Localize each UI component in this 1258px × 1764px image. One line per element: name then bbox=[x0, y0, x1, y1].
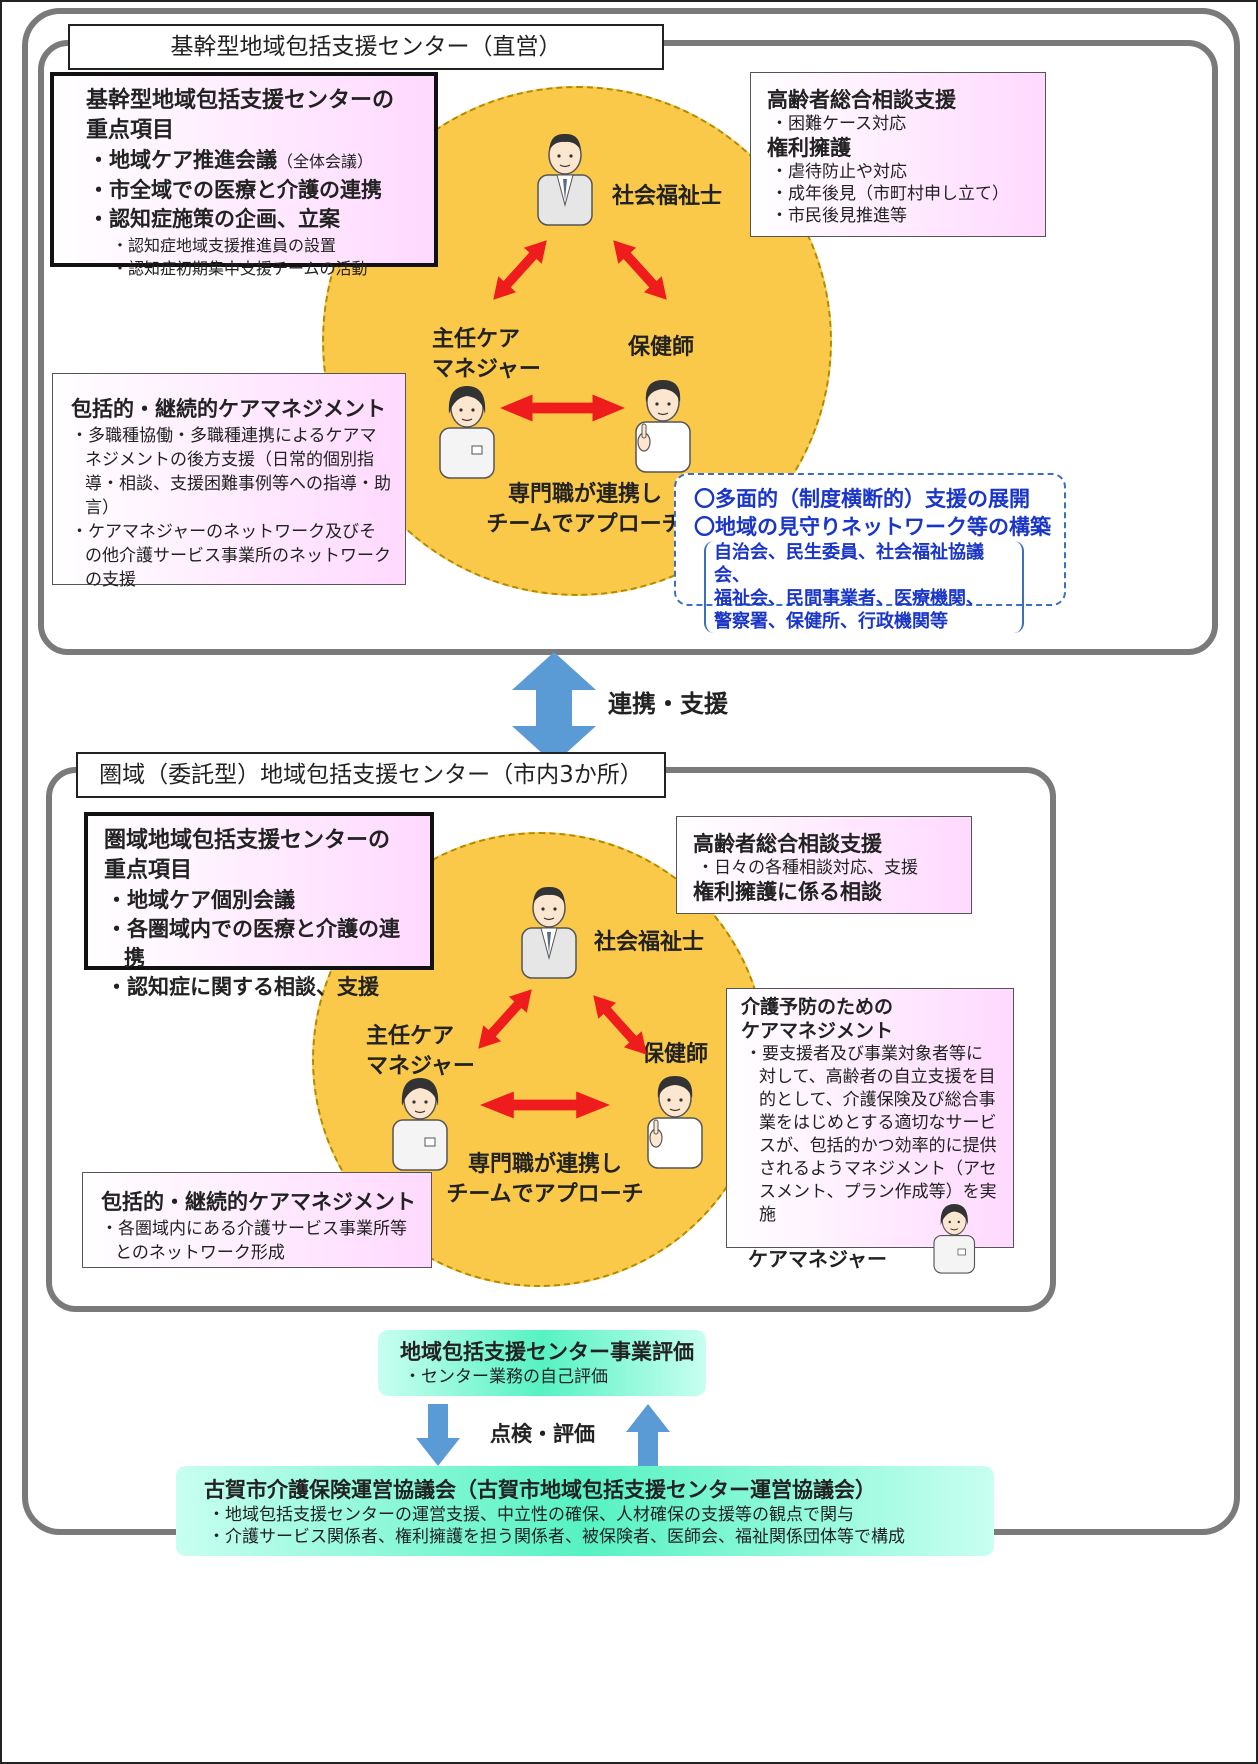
red-arrow-horizontal bbox=[500, 394, 625, 422]
bottom-priority-item: ・各圏域内での医療と介護の連携 bbox=[106, 917, 400, 970]
prevention-box: 介護予防のための ケアマネジメント ・要支援者及び事業対象者等に対して、高齢者の… bbox=[726, 988, 1014, 1248]
bottom-care-manager-label: 主任ケア マネジャー bbox=[366, 1024, 475, 1079]
top-care-mgmt-item: ・多職種協働・多職種連携によるケアマネジメントの後方支援（日常的個別指導・相談、… bbox=[71, 426, 391, 518]
care-manager-icon bbox=[439, 385, 495, 479]
social-worker-icon bbox=[521, 886, 577, 979]
bottom-nurse-label: 保健師 bbox=[642, 1042, 709, 1067]
top-consult-item: ・困難ケース対応 bbox=[771, 114, 907, 134]
caremanager-icon bbox=[933, 1203, 976, 1274]
bottom-priority-item: ・認知症に関する相談、支援 bbox=[106, 975, 379, 999]
network-member-line: 警察署、保健所、行政機関等 bbox=[714, 611, 948, 632]
bottom-priority-box: 圏域地域包括支援センターの 重点項目 ・地域ケア個別会議 ・各圏域内での医療と介… bbox=[84, 812, 434, 999]
council-item: ・地域包括支援センターの運営支援、中立性の確保、人材確保の支援等の観点で関与 bbox=[208, 1505, 854, 1525]
top-team-approach-text: 専門職が連携し チームでアプローチ bbox=[486, 482, 684, 537]
prevention-heading: 介護予防のための ケアマネジメント bbox=[741, 996, 894, 1042]
cooperation-support-label: 連携・支援 bbox=[608, 690, 728, 718]
top-rights-item: ・成年後見（市町村申し立て） bbox=[771, 184, 1009, 204]
top-priority-subitem: ・認知症初期集中支援チームの活動 bbox=[112, 259, 368, 278]
red-arrow-left-diagonal bbox=[469, 981, 541, 1057]
bottom-team-approach-text: 専門職が連携し チームでアプローチ bbox=[446, 1152, 644, 1207]
red-arrow-horizontal bbox=[480, 1091, 610, 1119]
top-priority-heading: 基幹型地域包括支援センターの 重点項目 bbox=[86, 88, 395, 143]
network-member-line: 自治会、民生委員、社会福祉協議会、 bbox=[714, 542, 984, 586]
caremanager-label: ケアマネジャー bbox=[748, 1247, 887, 1271]
top-rights-item: ・虐待防止や対応 bbox=[771, 162, 907, 182]
top-consult-heading: 高齢者総合相談支援 bbox=[767, 88, 956, 112]
network-box: 〇多面的（制度横断的）支援の展開 〇地域の見守りネットワーク等の構築 自治会、民… bbox=[674, 473, 1066, 633]
top-priority-item: ・地域ケア推進会議（全体会議） bbox=[88, 148, 374, 172]
network-line-1: 〇多面的（制度横断的）支援の展開 bbox=[694, 487, 1030, 511]
top-priority-item: ・市全域での医療と介護の連携 bbox=[88, 178, 382, 202]
bottom-consult-box: 高齢者総合相談支援 ・日々の各種相談対応、支援 権利擁護に係る相談 bbox=[676, 816, 972, 914]
nurse-icon bbox=[635, 379, 691, 473]
council-item: ・介護サービス関係者、権利擁護を担う関係者、被保険者、医師会、福祉関係団体等で構… bbox=[208, 1527, 905, 1547]
check-evaluation-label: 点検・評価 bbox=[490, 1422, 595, 1446]
red-arrow-right-diagonal bbox=[604, 232, 676, 308]
top-care-manager-label: 主任ケア マネジャー bbox=[432, 327, 541, 382]
top-rights-heading: 権利擁護 bbox=[767, 136, 851, 160]
blue-down-arrow bbox=[416, 1404, 460, 1466]
council-box: 古賀市介護保険運営協議会（古賀市地域包括支援センター運営協議会） ・地域包括支援… bbox=[176, 1466, 994, 1556]
top-consult-box: 高齢者総合相談支援 ・困難ケース対応 権利擁護 ・虐待防止や対応 ・成年後見（市… bbox=[750, 72, 1046, 237]
evaluation-box: 地域包括支援センター事業評価 ・センター業務の自己評価 bbox=[378, 1330, 706, 1396]
bottom-care-mgmt-heading: 包括的・継続的ケアマネジメント bbox=[101, 1190, 416, 1214]
blue-double-arrow bbox=[512, 652, 596, 764]
red-arrow-left-diagonal bbox=[484, 232, 556, 308]
top-care-mgmt-heading: 包括的・継続的ケアマネジメント bbox=[71, 397, 386, 421]
top-nurse-label: 保健師 bbox=[628, 335, 695, 360]
network-member-line: 福祉会、民間事業者、医療機関、 bbox=[714, 588, 984, 609]
top-priority-box: 基幹型地域包括支援センターの 重点項目 ・地域ケア推進会議（全体会議） ・市全域… bbox=[50, 72, 438, 278]
bottom-care-mgmt-item: ・各圏域内にある介護サービス事業所等とのネットワーク形成 bbox=[101, 1219, 407, 1263]
bottom-priority-heading: 圏域地域包括支援センターの 重点項目 bbox=[104, 828, 391, 883]
bottom-care-mgmt-box: 包括的・継続的ケアマネジメント ・各圏域内にある介護サービス事業所等とのネットワ… bbox=[82, 1172, 432, 1268]
bottom-priority-item: ・地域ケア個別会議 bbox=[106, 888, 295, 912]
top-priority-item: ・認知症施策の企画、立案 bbox=[88, 207, 340, 231]
bottom-consult-item: ・日々の各種相談対応、支援 bbox=[697, 858, 918, 878]
network-line-2: 〇地域の見守りネットワーク等の構築 bbox=[694, 515, 1051, 539]
council-heading: 古賀市介護保険運営協議会（古賀市地域包括支援センター運営協議会） bbox=[204, 1478, 876, 1502]
top-rights-item: ・市民後見推進等 bbox=[771, 206, 907, 226]
evaluation-heading: 地域包括支援センター事業評価 bbox=[400, 1340, 694, 1364]
top-priority-subitem: ・認知症地域支援推進員の設置 bbox=[112, 236, 337, 255]
top-care-mgmt-box: 包括的・継続的ケアマネジメント ・多職種協働・多職種連携によるケアマネジメントの… bbox=[52, 373, 406, 590]
top-social-worker-label: 社会福祉士 bbox=[612, 184, 723, 209]
bottom-section-title: 圏域（委託型）地域包括支援センター（市内3か所） bbox=[76, 752, 666, 798]
bottom-social-worker-label: 社会福祉士 bbox=[594, 930, 705, 955]
network-members: 自治会、民生委員、社会福祉協議会、 福祉会、民間事業者、医療機関、 警察署、保健… bbox=[704, 541, 1024, 633]
social-worker-icon bbox=[537, 133, 593, 226]
blue-up-arrow bbox=[626, 1404, 670, 1466]
evaluation-item: ・センター業務の自己評価 bbox=[404, 1367, 608, 1387]
top-section-title: 基幹型地域包括支援センター（直営） bbox=[68, 24, 664, 70]
prevention-item: ・要支援者及び事業対象者等に対して、高齢者の自立支援を目的として、介護保険及び総… bbox=[745, 1044, 997, 1225]
bottom-rights-heading: 権利擁護に係る相談 bbox=[693, 880, 882, 904]
red-arrow-right-diagonal bbox=[584, 987, 656, 1063]
top-care-mgmt-item: ・ケアマネジャーのネットワーク及びその他介護サービス事業所のネットワークの支援 bbox=[71, 522, 391, 590]
bottom-consult-heading: 高齢者総合相談支援 bbox=[693, 832, 882, 856]
